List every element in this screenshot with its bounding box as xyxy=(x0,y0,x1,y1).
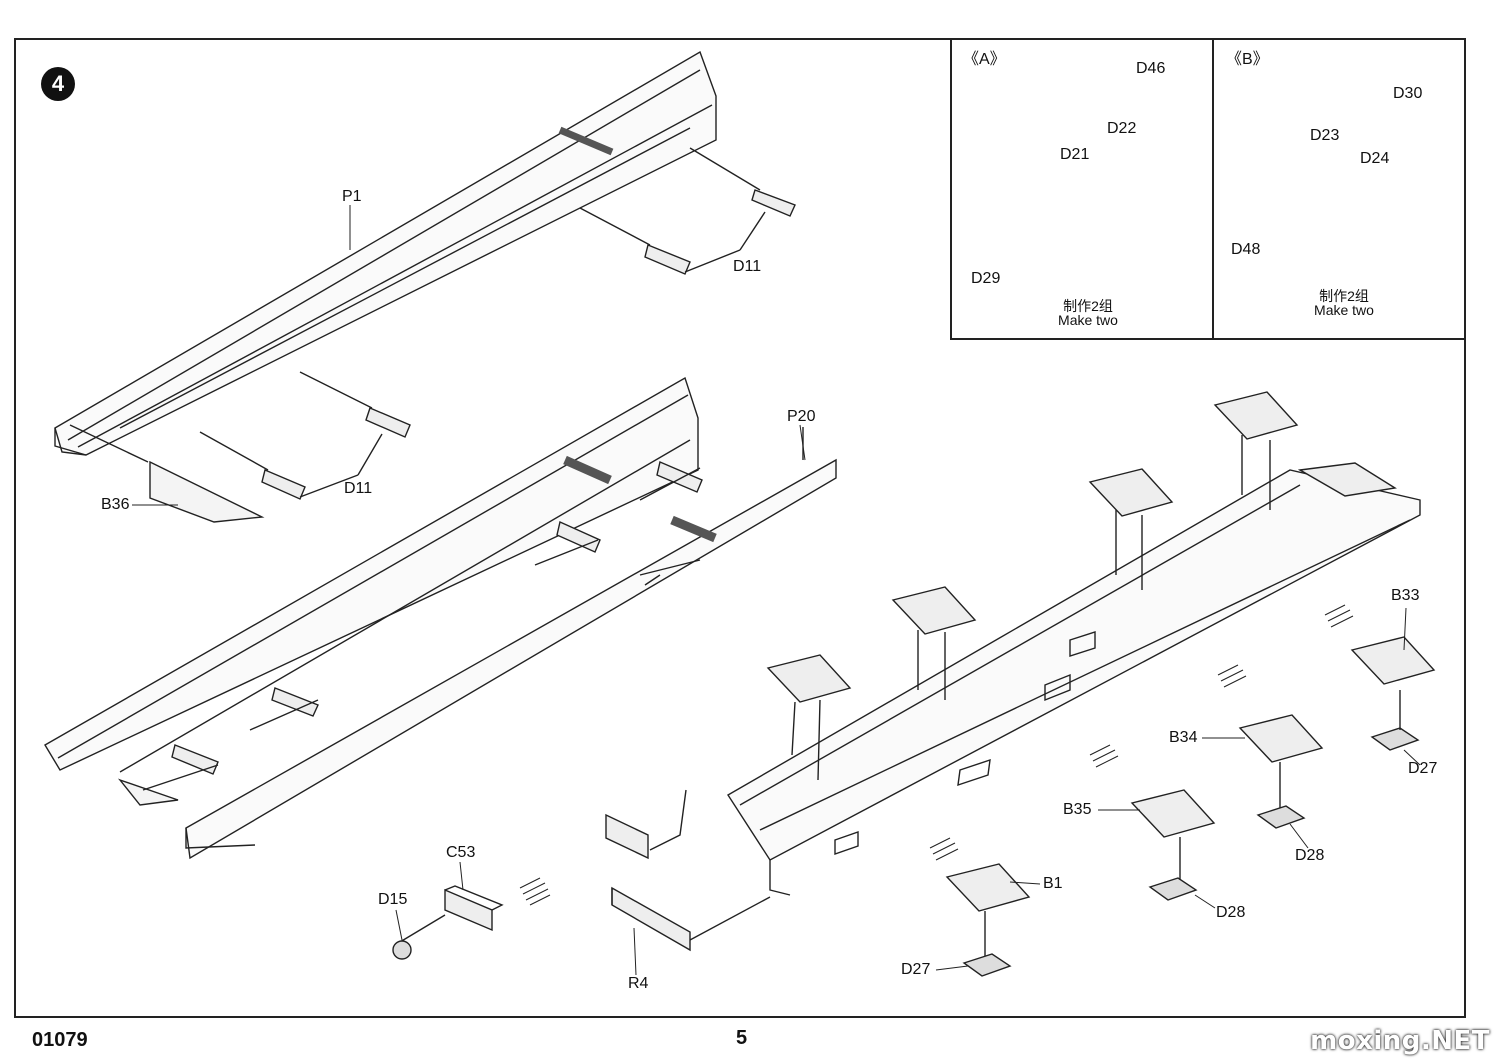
inset-a-panel xyxy=(950,38,1214,340)
label-b34: B34 xyxy=(1169,729,1198,746)
frame-rail-p1 xyxy=(54,50,717,523)
small-plates xyxy=(962,690,1420,977)
inset-a-note-cn: 制作2组 xyxy=(1063,298,1113,314)
label-b33: B33 xyxy=(1391,587,1420,604)
label-d11-lower: D11 xyxy=(344,480,373,497)
label-d46: D46 xyxy=(1136,60,1166,77)
label-d24: D24 xyxy=(1360,150,1390,167)
label-c53: C53 xyxy=(446,844,476,861)
label-d22: D22 xyxy=(1107,120,1137,137)
inset-a-note-en: Make two xyxy=(1058,312,1118,328)
label-d28-right: D28 xyxy=(1295,847,1325,864)
inset-b-title: 《B》 xyxy=(1226,51,1269,68)
label-b35: B35 xyxy=(1063,801,1092,818)
label-d27-bottom: D27 xyxy=(901,961,931,978)
pins-d11-upper xyxy=(69,147,796,500)
label-d27-right: D27 xyxy=(1408,760,1438,777)
label-d11-upper: D11 xyxy=(733,258,762,275)
bumper-r4 xyxy=(605,789,771,952)
label-d23: D23 xyxy=(1310,127,1340,144)
step-number-badge: 4 xyxy=(41,67,75,101)
label-d28-bottom: D28 xyxy=(1216,904,1246,921)
mount-plates xyxy=(766,391,1436,912)
label-d30: D30 xyxy=(1393,85,1423,102)
label-p1: P1 xyxy=(342,188,362,205)
pins-d11-lower xyxy=(142,461,703,791)
inset-b-note-cn: 制作2组 xyxy=(1319,288,1369,304)
inset-a-title: 《A》 xyxy=(963,51,1006,68)
catalog-code: 01079 xyxy=(32,1029,88,1051)
inset-b-note-en: Make two xyxy=(1314,302,1374,318)
part-c53 xyxy=(392,885,504,960)
instruction-frame xyxy=(14,38,1466,1018)
watermark: moxing.NET xyxy=(1310,1026,1490,1056)
label-b36: B36 xyxy=(101,496,130,513)
label-d29: D29 xyxy=(971,270,1001,287)
inset-b-panel xyxy=(1212,38,1466,340)
label-r4: R4 xyxy=(628,975,649,992)
label-b1: B1 xyxy=(1043,875,1063,892)
label-d15: D15 xyxy=(378,891,408,908)
frame-rail-lower xyxy=(727,462,1421,896)
label-d48: D48 xyxy=(1231,241,1261,258)
label-p20: P20 xyxy=(787,408,816,425)
label-d21: D21 xyxy=(1060,146,1090,163)
page-number: 5 xyxy=(736,1027,748,1049)
frame-rail-p20 xyxy=(44,376,837,860)
hatching xyxy=(519,604,1354,906)
